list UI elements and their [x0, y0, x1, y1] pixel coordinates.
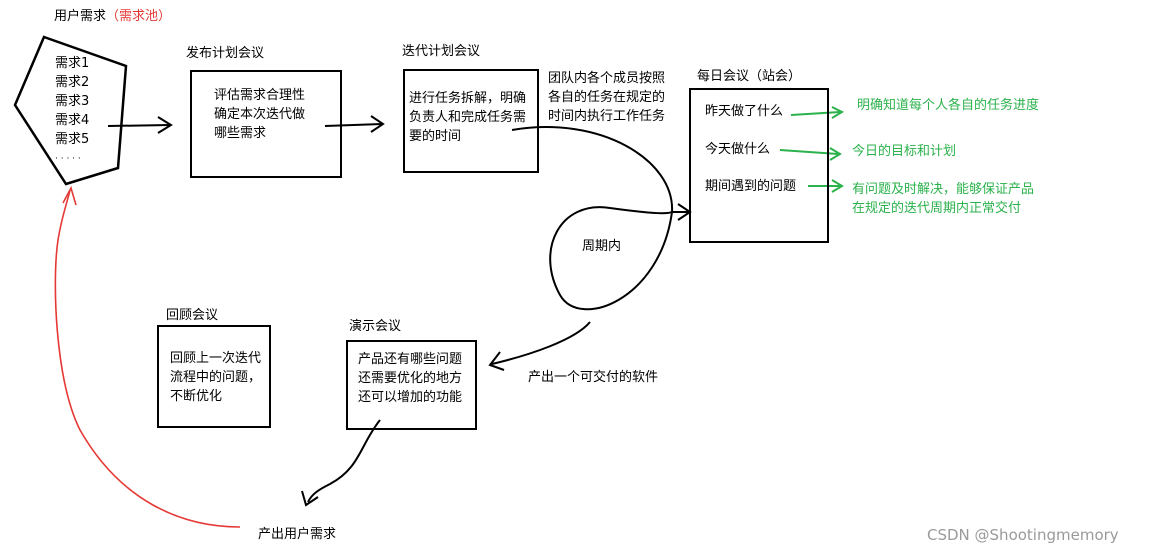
iteration-line-1: 进行任务拆解，明确	[409, 91, 527, 106]
requirement-pool-shape	[13, 35, 128, 186]
iteration-line-2: 负责人和完成任务需	[409, 110, 527, 125]
daily-item-yesterday: 昨天做了什么	[705, 104, 784, 119]
demo-meeting-box: 产品还有哪些问题 还需要优化的地方 还可以增加的功能	[346, 340, 477, 430]
output-label: 产出用户需求	[258, 527, 337, 542]
team-note-line-3: 时间内执行工作任务	[548, 109, 666, 124]
arrowhead-problems-note	[831, 179, 844, 193]
review-line-2: 流程中的问题，	[170, 370, 262, 385]
arrowhead-to-output	[301, 490, 319, 507]
demo-line-2: 还需要优化的地方	[358, 371, 463, 386]
note-today: 今日的目标和计划	[852, 144, 957, 159]
watermark: CSDN @Shootingmemory	[927, 526, 1119, 544]
iteration-meeting-title: 迭代计划会议	[402, 44, 481, 59]
demo-line-3: 还可以增加的功能	[358, 390, 463, 405]
team-note-line-2: 各自的任务在规定的	[548, 90, 666, 105]
pool-item-4: 需求4	[55, 113, 90, 128]
pool-item-1: 需求1	[55, 56, 90, 71]
pool-item-2: 需求2	[55, 75, 90, 90]
arrow-iteration-to-daily	[511, 126, 674, 213]
pool-item-more: · · · · ·	[55, 154, 81, 164]
arrow-release-to-iteration	[324, 123, 383, 127]
note-yesterday: 明确知道每个人各自的任务进度	[857, 98, 1040, 113]
release-line-1: 评估需求合理性	[214, 88, 306, 103]
daily-item-today: 今天做什么	[705, 142, 771, 157]
pool-title: 用户需求（需求池）	[54, 7, 171, 26]
demo-meeting-title: 演示会议	[349, 319, 402, 334]
release-line-3: 哪些需求	[214, 126, 267, 141]
arrowhead-yesterday-note	[831, 106, 845, 119]
review-meeting-box: 回顾上一次迭代 流程中的问题， 不断优化	[157, 325, 271, 428]
pool-subtitle: （需求池）	[106, 9, 172, 24]
arrow-demo-to-output	[307, 419, 381, 503]
pool-title-text: 用户需求	[54, 9, 107, 24]
release-meeting-title: 发布计划会议	[186, 46, 265, 61]
pool-item-3: 需求3	[55, 94, 90, 109]
deliverable-label: 产出一个可交付的软件	[528, 370, 659, 385]
review-line-1: 回顾上一次迭代	[170, 351, 262, 366]
arrow-yesterday-note	[790, 111, 841, 116]
arrow-loop-to-demo	[491, 321, 591, 365]
arrowhead-to-demo	[488, 351, 505, 371]
arrowhead-pool-to-release	[157, 116, 173, 134]
review-meeting-title: 回顾会议	[166, 308, 219, 323]
arrow-pool-to-release	[107, 124, 171, 127]
note-problems-2: 在规定的迭代周期内正常交付	[852, 201, 1022, 216]
release-line-2: 确定本次迭代做	[214, 107, 306, 122]
iteration-line-3: 要的时间	[409, 129, 462, 144]
pool-item-5: 需求5	[55, 132, 90, 147]
cycle-label: 周期内	[582, 239, 622, 254]
arrowhead-release-to-iteration	[370, 115, 385, 133]
daily-meeting-title: 每日会议（站会）	[697, 69, 802, 84]
cycle-loop	[549, 206, 673, 311]
feedback-arrow	[54, 189, 241, 528]
daily-meeting-box	[689, 88, 829, 243]
daily-item-problems: 期间遇到的问题	[705, 179, 797, 194]
demo-line-1: 产品还有哪些问题	[358, 352, 463, 367]
release-meeting-box: 评估需求合理性 确定本次迭代做 哪些需求	[190, 70, 342, 178]
arrowhead-today-note	[829, 147, 842, 161]
iteration-meeting-box: 进行任务拆解，明确 负责人和完成任务需 要的时间	[403, 69, 539, 173]
team-note-line-1: 团队内各个成员按照	[548, 71, 666, 86]
note-problems-1: 有问题及时解决，能够保证产品	[852, 182, 1035, 197]
feedback-arrowhead	[62, 185, 77, 206]
review-line-3: 不断优化	[170, 389, 223, 404]
